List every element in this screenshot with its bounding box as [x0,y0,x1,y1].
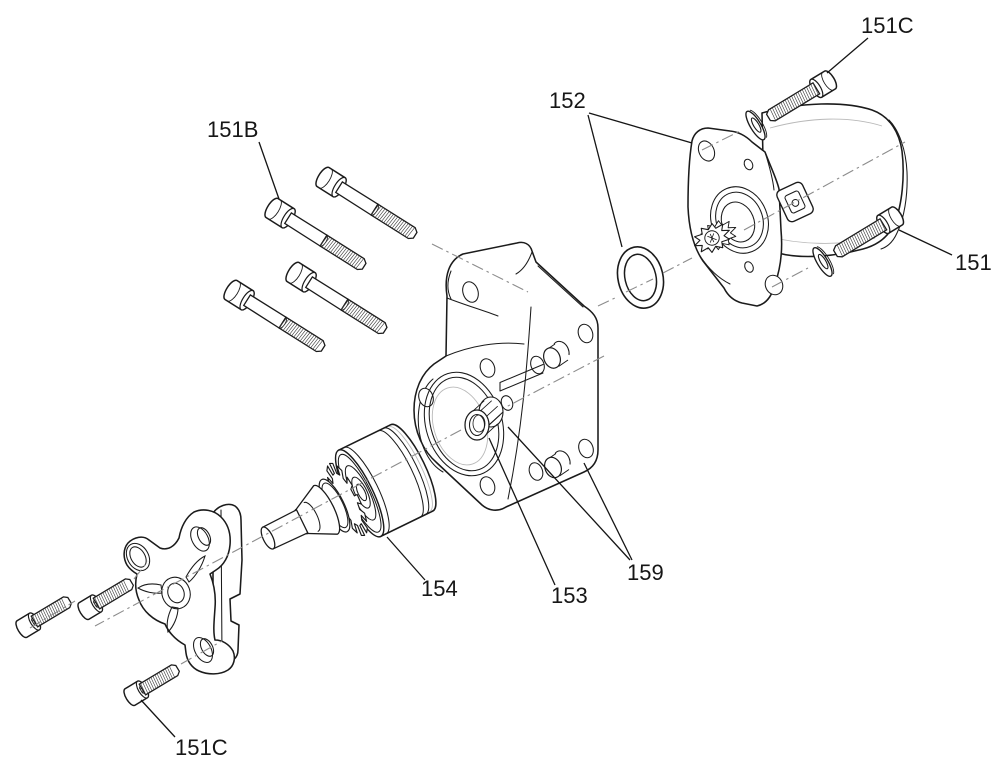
leader-152-to-oring [587,114,623,248]
starter-motor [687,103,908,307]
part-label-159: 159 [627,560,664,585]
housing-ear-hole [462,281,479,303]
part-label-153: 153 [551,583,588,608]
pinion-gear [694,220,737,254]
terminal-lug [776,181,814,223]
gearbox-housing [413,241,599,511]
splined-bushing [464,396,504,441]
bracket-tube-hole [129,546,147,568]
part-labels: 151C 152 151B 151 154 153 159 151C [175,13,992,760]
leader-151c-top [826,37,869,74]
part-label-151b: 151B [207,117,258,142]
leader-151 [898,229,953,256]
bolt-151c-bracket-2 [74,573,138,623]
leader-154 [386,536,426,581]
leader-lines [140,37,953,738]
bolt-151b-2 [312,164,422,246]
leader-159-b [583,462,633,561]
centre-axes [29,130,906,665]
leader-153 [488,437,556,586]
bracket-centre-boss [161,576,191,610]
leader-152-to-motor [588,112,693,144]
part-label-152: 152 [549,88,586,113]
leader-151b [258,141,280,200]
leader-159-a [507,426,631,561]
bolt-151b-1 [261,195,371,277]
bolt-151c-bracket-1 [12,591,76,641]
part-label-151c-top: 151C [861,13,914,38]
bracket-cover [123,503,243,675]
part-label-151c-bottom: 151C [175,735,228,760]
bolt-151c-bracket-3 [120,659,184,709]
leader-151c-bottom [140,699,176,738]
part-label-151: 151 [955,250,992,275]
part-label-154: 154 [421,576,458,601]
drive-gear-assembly [260,423,437,550]
o-ring [616,246,665,309]
